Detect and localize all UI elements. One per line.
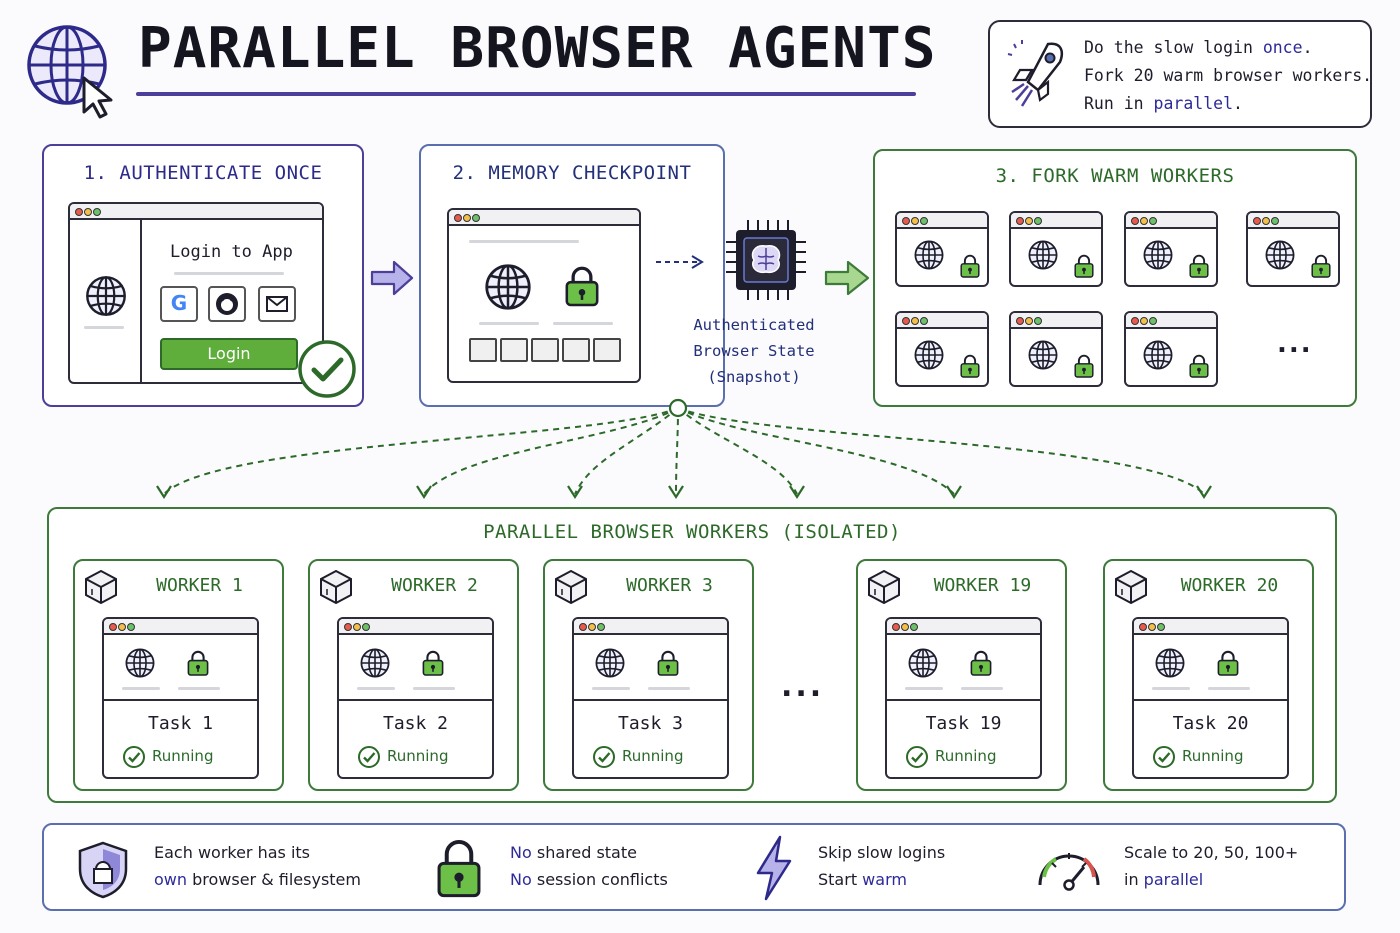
memory-chip-brain-icon (726, 220, 806, 300)
lightning-icon (756, 835, 792, 901)
github-sso-button[interactable] (208, 286, 246, 322)
forked-browser-window (1124, 311, 1218, 387)
email-sso-button[interactable] (258, 286, 296, 322)
checkpoint-window (447, 208, 641, 383)
running-check-icon (357, 745, 381, 769)
speedometer-icon (1038, 853, 1100, 891)
forked-browser-window (1124, 211, 1218, 287)
container-cube-icon (81, 567, 121, 607)
login-button[interactable]: Login (160, 338, 298, 370)
task-label: Task 20 (1172, 713, 1249, 734)
padlock-icon (437, 839, 481, 898)
running-check-icon (1152, 745, 1176, 769)
container-cube-icon (316, 567, 356, 607)
forked-browser-window (895, 311, 989, 387)
lock-icon (656, 649, 680, 677)
worker-browser-window: Task 1 Running (102, 617, 259, 779)
worker-name: WORKER 19 (933, 575, 1032, 596)
forked-browser-window (1246, 211, 1340, 287)
workers-panel-title: PARALLEL BROWSER WORKERS (ISOLATED) (483, 521, 901, 543)
benefit-no-shared-state-text: No shared state No session conflicts (510, 843, 668, 889)
memory-blocks (469, 338, 623, 362)
lock-icon (969, 649, 993, 677)
worker-browser-window: Task 2 Running (337, 617, 494, 779)
workers-panel: PARALLEL BROWSER WORKERS (ISOLATED) WORK… (47, 507, 1337, 803)
worker-name: WORKER 2 (391, 575, 478, 596)
worker-browser-window: Task 20 Running (1132, 617, 1289, 779)
worker-card: WORKER 2 Task 2 Running (308, 559, 519, 791)
lock-icon (186, 649, 210, 677)
worker-browser-window: Task 3 Running (572, 617, 729, 779)
container-cube-icon (864, 567, 904, 607)
workers-ellipsis: ... (781, 669, 825, 704)
globe-icon (124, 647, 156, 679)
running-check-icon (592, 745, 616, 769)
envelope-icon (266, 296, 288, 312)
task-label: Task 19 (925, 713, 1002, 734)
running-check-icon (905, 745, 929, 769)
task-label: Task 1 (147, 713, 214, 734)
globe-icon (359, 647, 391, 679)
arrow-step1-to-step2 (370, 260, 414, 296)
rocket-icon (1004, 36, 1070, 114)
worker-browser-window: Task 19 Running (885, 617, 1042, 779)
globe-icon (594, 647, 626, 679)
step-fork-panel: 3. FORK WARM WORKERS ... (873, 149, 1357, 407)
arrow-snapshot-to-step3 (824, 260, 870, 296)
status-label: Running (622, 747, 684, 765)
more-workers-ellipsis: ... (1277, 329, 1313, 359)
step-checkpoint-panel: 2. MEMORY CHECKPOINT (419, 144, 725, 407)
snapshot-label: Authenticated Browser State (Snapshot) (693, 316, 815, 386)
running-check-icon (122, 745, 146, 769)
forked-browser-window (1009, 311, 1103, 387)
summary-text: Do the slow login once. Fork 20 warm bro… (1084, 38, 1373, 113)
dashed-arrow-to-snapshot (656, 255, 704, 269)
summary-box: Do the slow login once. Fork 20 warm bro… (988, 20, 1372, 128)
globe-icon (1154, 647, 1186, 679)
title-underline (136, 92, 916, 96)
worker-card: WORKER 19 Task 19 Running (856, 559, 1067, 791)
container-cube-icon (1111, 567, 1151, 607)
benefit-scale-text: Scale to 20, 50, 100+ in parallel (1124, 843, 1299, 889)
worker-name: WORKER 20 (1180, 575, 1279, 596)
step1-title: 1. AUTHENTICATE ONCE (83, 162, 323, 184)
worker-name: WORKER 3 (626, 575, 713, 596)
worker-card: WORKER 20 Task 20 Running (1103, 559, 1314, 791)
step2-title: 2. MEMORY CHECKPOINT (452, 162, 692, 184)
forked-browser-window (1009, 211, 1103, 287)
benefit-isolation-text: Each worker has its own browser & filesy… (154, 843, 361, 889)
header-globe-cursor-icon (22, 20, 122, 120)
lock-icon (1216, 649, 1240, 677)
shield-icon (78, 841, 128, 899)
status-label: Running (935, 747, 997, 765)
login-sidebar (70, 218, 142, 382)
step-authenticate-panel: 1. AUTHENTICATE ONCE Login to App G Logi… (42, 144, 364, 407)
task-label: Task 2 (382, 713, 449, 734)
worker-card: WORKER 1 Task 1 Running (73, 559, 284, 791)
page-title: PARALLEL BROWSER AGENTS (138, 16, 937, 81)
task-label: Task 3 (617, 713, 684, 734)
status-label: Running (387, 747, 449, 765)
step3-title: 3. FORK WARM WORKERS (995, 165, 1235, 187)
login-title: Login to App (170, 242, 293, 262)
forked-browser-window (895, 211, 989, 287)
status-label: Running (152, 747, 214, 765)
github-icon (216, 293, 238, 315)
success-check-icon (298, 340, 356, 398)
container-cube-icon (551, 567, 591, 607)
benefits-bar: Each worker has its own browser & filesy… (42, 823, 1346, 911)
login-window: Login to App G Login (68, 202, 324, 384)
benefit-skip-logins-text: Skip slow logins Start warm (818, 843, 946, 889)
globe-icon (907, 647, 939, 679)
status-label: Running (1182, 747, 1244, 765)
google-sso-button[interactable]: G (160, 286, 198, 322)
lock-icon (421, 649, 445, 677)
worker-name: WORKER 1 (156, 575, 243, 596)
worker-card: WORKER 3 Task 3 Running (543, 559, 754, 791)
